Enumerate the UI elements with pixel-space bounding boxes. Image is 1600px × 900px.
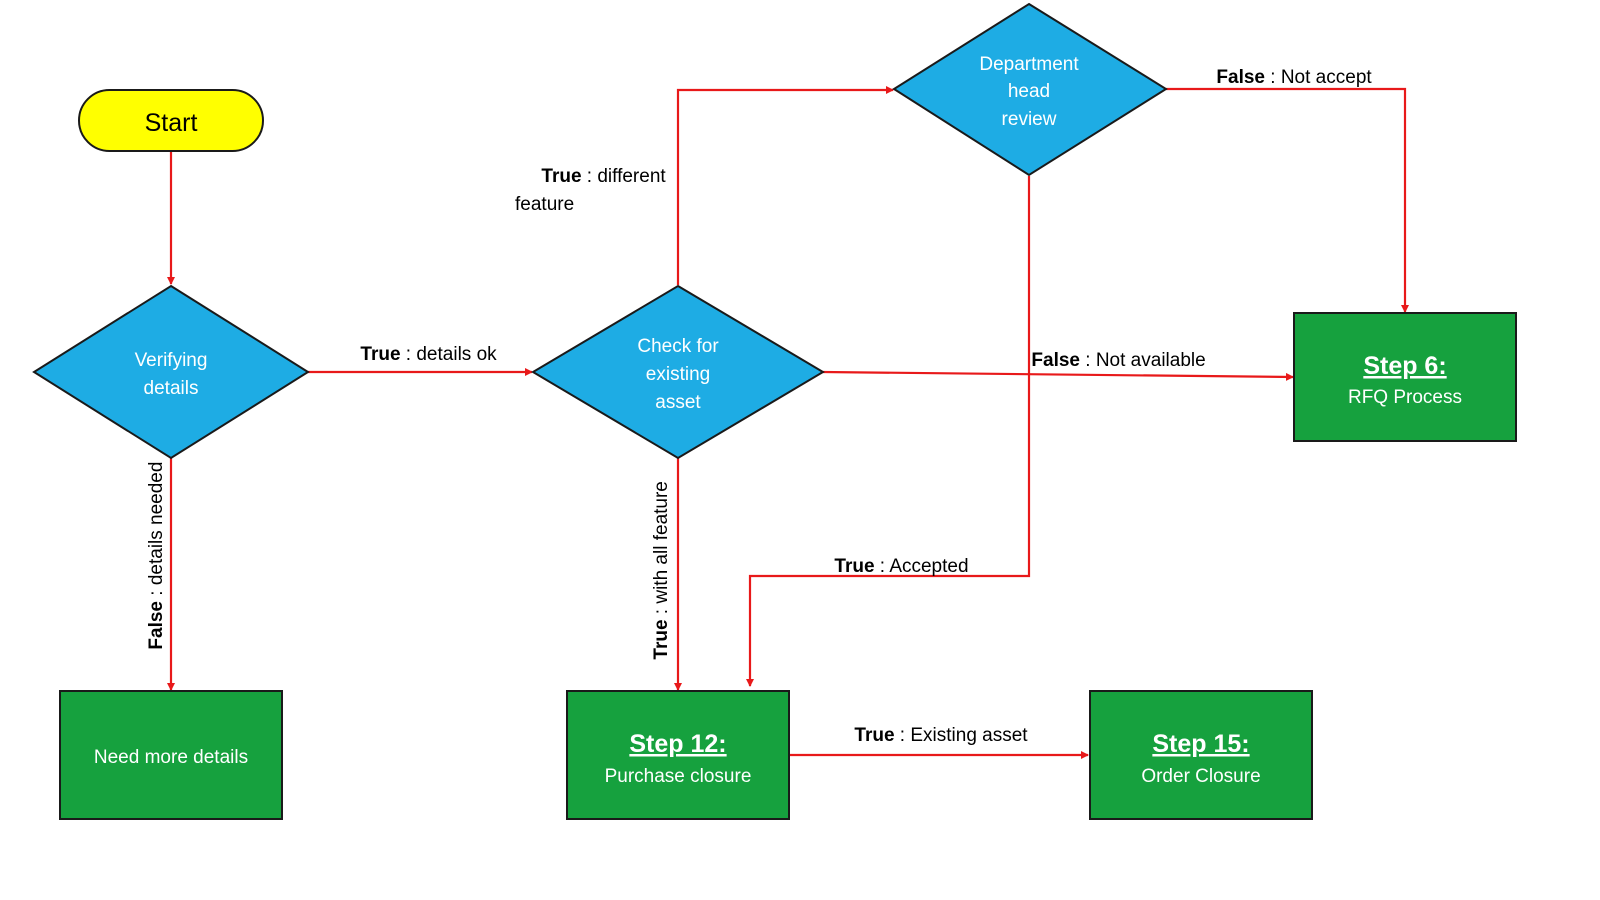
- edge-check-to-step6: [822, 370, 1294, 381]
- label-dept-to-step12: True : Accepted: [808, 556, 984, 577]
- check-label-line2: existing: [646, 364, 710, 385]
- edge-dept-to-step6: [1166, 87, 1409, 313]
- label-check-to-step12-keyword: True: [651, 619, 672, 659]
- check-label-line1: Check for: [637, 336, 719, 357]
- label-dept-to-step6-text: : Not accept: [1265, 67, 1372, 88]
- dept-label-line3: review: [1002, 109, 1057, 130]
- dept-review-decision-node: Department head review: [892, 2, 1168, 177]
- step6-subtitle: RFQ Process: [1348, 387, 1462, 408]
- label-check-to-step12: True : with all feature: [651, 465, 672, 686]
- step15-title: Step 15:: [1152, 730, 1249, 758]
- check-label-line3: asset: [655, 392, 701, 413]
- edge-check-to-dept: [676, 86, 894, 285]
- label-check-to-dept-text: : different: [582, 166, 667, 187]
- step6-title: Step 6:: [1363, 352, 1446, 380]
- label-check-to-dept-line1: True : different: [515, 166, 682, 187]
- label-check-to-step6-keyword: False: [1031, 350, 1080, 371]
- label-check-to-step6: False : Not available: [1005, 350, 1222, 371]
- label-verify-to-check-keyword: True: [360, 344, 400, 365]
- label-check-to-step12-text: : with all feature: [651, 481, 672, 619]
- start-node: Start: [78, 89, 264, 152]
- connectors: [167, 86, 1409, 759]
- step15-node: Step 15: Order Closure: [1089, 690, 1313, 820]
- step6-node: Step 6: RFQ Process: [1293, 312, 1517, 442]
- label-verify-to-need-more-text: : details needed: [146, 462, 167, 601]
- check-asset-decision-node: Check for existing asset: [531, 284, 825, 460]
- edge-dept-to-step12: [746, 176, 1031, 687]
- dept-label-line1: Department: [979, 54, 1079, 75]
- start-label: Start: [145, 109, 198, 137]
- label-verify-to-need-more: False : details needed: [146, 446, 167, 676]
- label-verify-to-check-text: : details ok: [401, 344, 498, 365]
- label-check-to-dept-keyword: True: [541, 166, 581, 187]
- step15-subtitle: Order Closure: [1141, 766, 1260, 787]
- need-more-label: Need more details: [94, 747, 248, 768]
- label-verify-to-need-more-keyword: False: [146, 601, 167, 650]
- need-more-details-node: Need more details: [59, 690, 283, 820]
- label-dept-to-step6: False : Not accept: [1190, 67, 1388, 88]
- label-step12-to-step15-text: : Existing asset: [895, 725, 1029, 746]
- verify-decision-node: Verifying details: [32, 284, 310, 460]
- label-step12-to-step15: True : Existing asset: [828, 725, 1043, 746]
- step12-node: Step 12: Purchase closure: [566, 690, 790, 820]
- verify-label-line1: Verifying: [135, 350, 208, 371]
- label-verify-to-check: True : details ok: [334, 344, 512, 365]
- verify-label-line2: details: [144, 378, 199, 399]
- label-check-to-dept-line2: feature: [515, 194, 574, 215]
- label-dept-to-step12-keyword: True: [834, 556, 874, 577]
- label-step12-to-step15-keyword: True: [854, 725, 894, 746]
- dept-label-line2: head: [1008, 81, 1050, 102]
- label-dept-to-step12-text: : Accepted: [875, 556, 969, 577]
- label-check-to-step6-text: : Not available: [1080, 350, 1206, 371]
- step12-subtitle: Purchase closure: [605, 766, 752, 787]
- step12-title: Step 12:: [629, 730, 726, 758]
- label-dept-to-step6-keyword: False: [1216, 67, 1265, 88]
